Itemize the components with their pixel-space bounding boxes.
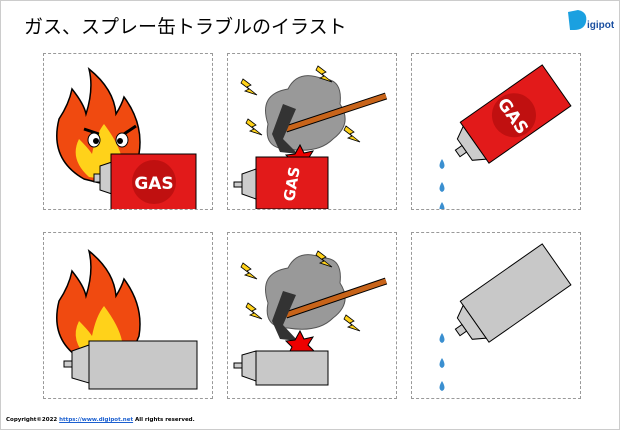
digipot-logo[interactable]: igipot (566, 6, 614, 34)
panel-fire-red-can: GAS (43, 53, 213, 215)
panel-leaking-gray-can (411, 232, 581, 399)
panel-fire-gray-can (43, 232, 213, 399)
copyright-text: Copyright©2022 (6, 417, 60, 423)
rights-text: All rights reserved. (133, 417, 195, 423)
site-link[interactable]: https://www.digipot.net (59, 417, 134, 423)
panel-hammer-gray-can (227, 232, 397, 399)
footer-copyright: Copyright©2022 https://www.digipot.net A… (6, 417, 195, 423)
svg-text:GAS: GAS (280, 165, 304, 202)
svg-text:GAS: GAS (134, 174, 173, 194)
page-title: ガス、スプレー缶トラブルのイラスト (24, 16, 347, 38)
panel-leaking-red-can: GAS (411, 53, 581, 212)
water-drop-icon (439, 159, 445, 212)
panel-hammer-red-can: GAS (227, 53, 397, 210)
svg-text:igipot: igipot (587, 20, 614, 31)
